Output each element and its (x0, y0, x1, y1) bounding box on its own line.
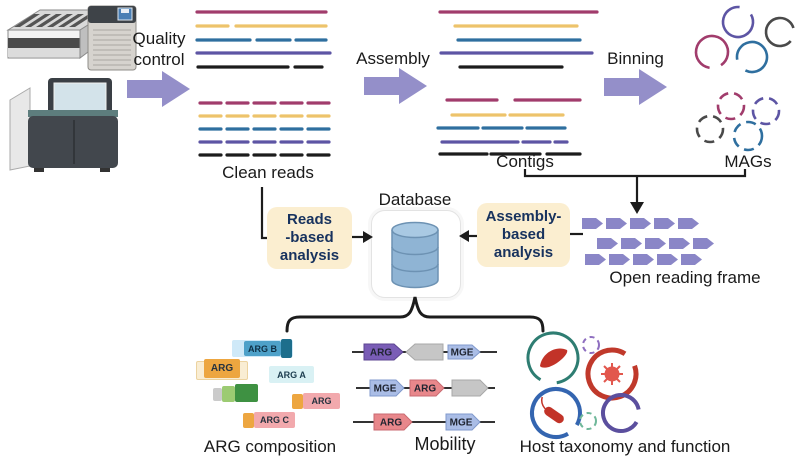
reads-based-analysis-box: Reads -based analysis (267, 207, 352, 269)
arg-c-block: ARG C (254, 412, 295, 428)
reads-based-line2: -based (285, 229, 334, 246)
assembly-based-line1: Assembly- (485, 208, 562, 225)
mobility-row-3: ARG MGE (353, 413, 495, 431)
mobility-row-2: MGE ARG (356, 379, 495, 397)
quality-control-label: Quality control (124, 28, 194, 70)
assembly-label: Assembly (356, 49, 430, 68)
mags-label: MAGs (724, 152, 772, 171)
quality-control-arrow (127, 71, 190, 107)
mobility-label: Mobility (414, 434, 476, 454)
assembly-based-line2: based (501, 226, 546, 243)
virus-icon (601, 363, 623, 385)
clean-reads-lines (198, 101, 331, 157)
gene-bar-light-green (222, 386, 235, 402)
gene-bar-teal (281, 339, 292, 358)
contigs-mags-to-orf-arrowhead (630, 202, 644, 214)
arg-pink-block: ARG (303, 393, 340, 409)
mags-circles-bottom (695, 91, 781, 152)
bacterium-crescent-icon (540, 348, 568, 368)
quality-control-line1: Quality (132, 29, 186, 48)
benchtop-sequencer-icon (9, 78, 118, 172)
database-label: Database (378, 190, 452, 209)
assembly-based-line3: analysis (493, 244, 554, 261)
host-taxonomy-label: Host taxonomy and function (519, 437, 731, 456)
binning-arrow (604, 69, 667, 105)
mobility-arg-label: ARG (380, 418, 402, 429)
mobility-row-1: ARG MGE (352, 343, 497, 361)
gene-bar-orange-small-2 (243, 413, 254, 428)
arg-b-block: ARG B (244, 341, 281, 356)
flowcell-sequencer-icon (6, 9, 114, 59)
clean-reads-label: Clean reads (222, 163, 314, 182)
quality-control-line2: control (133, 50, 185, 69)
assembled-reads-lines (438, 10, 599, 69)
mobility-mge-label: MGE (450, 418, 473, 429)
mobility-arg-label: ARG (414, 384, 436, 395)
mobility-mge-label: MGE (451, 348, 474, 359)
mobility-arg-label: ARG (370, 348, 392, 359)
contigs-label: Contigs (496, 152, 554, 171)
database-card (371, 210, 461, 298)
orf-label: Open reading frame (609, 268, 761, 287)
raw-reads-lines (195, 10, 332, 69)
contigs-lines (436, 98, 582, 156)
bacterium-rod-icon (540, 396, 564, 424)
orf-pentagons (582, 218, 714, 265)
database-brace (285, 296, 545, 333)
gene-bar-orange-small (292, 394, 303, 409)
assembly-based-analysis-box: Assembly- based analysis (477, 203, 570, 267)
mobility-mge-label: MGE (374, 384, 397, 395)
gene-bar-dark-green (235, 384, 258, 402)
arg-orange-block: ARG (204, 359, 240, 378)
host-taxonomy-icons (526, 331, 641, 439)
binning-label: Binning (607, 49, 664, 68)
reads-based-line1: Reads (286, 211, 333, 228)
gene-bar-gray (213, 388, 222, 401)
mags-circles-top (694, 5, 796, 74)
assembly-arrow (364, 68, 427, 104)
arg-a-block: ARG A (269, 366, 314, 383)
arg-composition-label: ARG composition (203, 437, 337, 456)
reads-based-line3: analysis (279, 247, 340, 264)
